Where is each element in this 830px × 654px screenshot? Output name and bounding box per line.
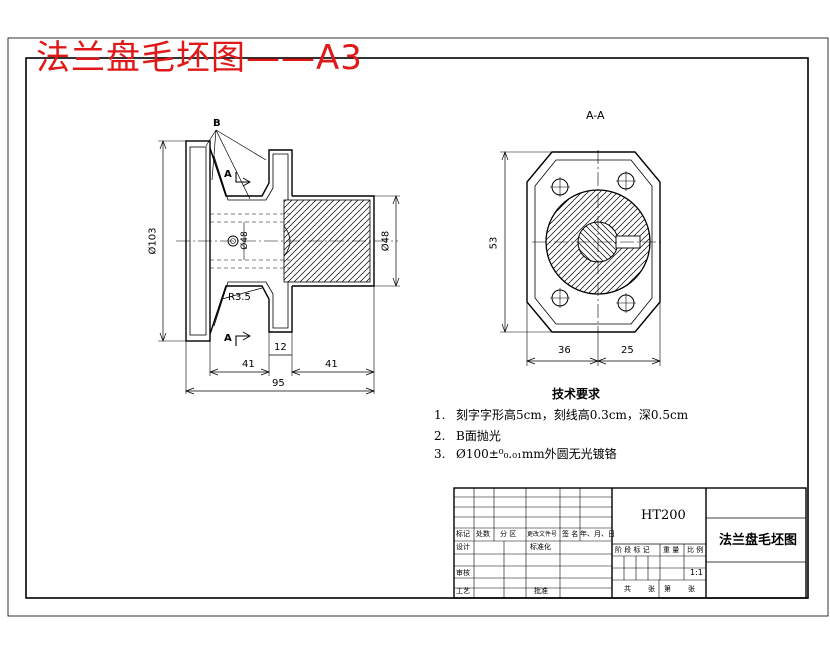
header-count: 处数 <box>476 530 490 538</box>
standard-label: 标准化 <box>530 543 551 551</box>
design-label: 设计 <box>456 543 470 551</box>
tech-requirement-item: 2.B面抛光 <box>434 429 501 443</box>
section-label: A-A <box>586 109 605 122</box>
sheet-index-unit: 张 <box>688 585 695 593</box>
dim-width-36: 36 <box>558 345 571 356</box>
front-view <box>158 129 400 395</box>
leader-label-b: B <box>213 118 221 129</box>
header-change-doc: 更改文件号 <box>527 531 558 538</box>
sheet-total-unit: 张 <box>648 585 655 593</box>
dim-radius-r3-5: R3.5 <box>228 292 251 303</box>
tech-requirement-item: 1.刻字字形高5cm，刻线高0.3cm，深0.5cm <box>434 408 689 422</box>
section-mark-bottom: A <box>224 333 232 344</box>
sheet-index-label: 第 <box>664 585 671 593</box>
scale-value: 1:1 <box>690 568 703 577</box>
stage-mark-label: 阶 段 标 记 <box>615 546 650 554</box>
section-view <box>500 150 664 366</box>
dim-diameter-103: Ø103 <box>147 227 159 255</box>
sheet-total-label: 共 <box>624 585 631 593</box>
title-block-grid <box>453 487 807 599</box>
dim-diameter-48-inner: Ø48 <box>239 231 250 250</box>
dim-length-41-right: 41 <box>325 359 338 370</box>
tech-requirements-title: 技术要求 <box>552 387 601 401</box>
dim-height-53: 53 <box>488 236 500 250</box>
header-signature: 签 名 <box>562 530 579 538</box>
inner-border <box>25 57 809 599</box>
dim-diameter-48-outer: Ø48 <box>380 230 392 252</box>
section-mark-top: A <box>224 169 232 180</box>
process-label: 工艺 <box>456 587 470 595</box>
tech-requirement-item: 3.Ø100±⁰₀.₀₁mm外圆无光镀铬 <box>434 447 617 461</box>
header-zone: 分 区 <box>500 530 517 538</box>
weight-label: 重 量 <box>663 546 680 554</box>
material-label: HT200 <box>641 508 686 523</box>
header-date: 年、月、日 <box>580 530 615 538</box>
drawing-name: 法兰盘毛坯图 <box>719 533 798 548</box>
scale-label: 比 例 <box>687 546 704 554</box>
page-title: 法兰盘毛坯图——A3 <box>36 38 363 78</box>
dim-length-41-left: 41 <box>242 359 255 370</box>
outer-border <box>7 37 829 617</box>
dim-length-12: 12 <box>274 342 287 353</box>
approve-label: 批准 <box>534 587 548 595</box>
header-mark: 标记 <box>456 530 470 538</box>
dim-length-95: 95 <box>272 378 285 389</box>
review-label: 审核 <box>456 569 470 577</box>
dim-width-25: 25 <box>621 345 634 356</box>
